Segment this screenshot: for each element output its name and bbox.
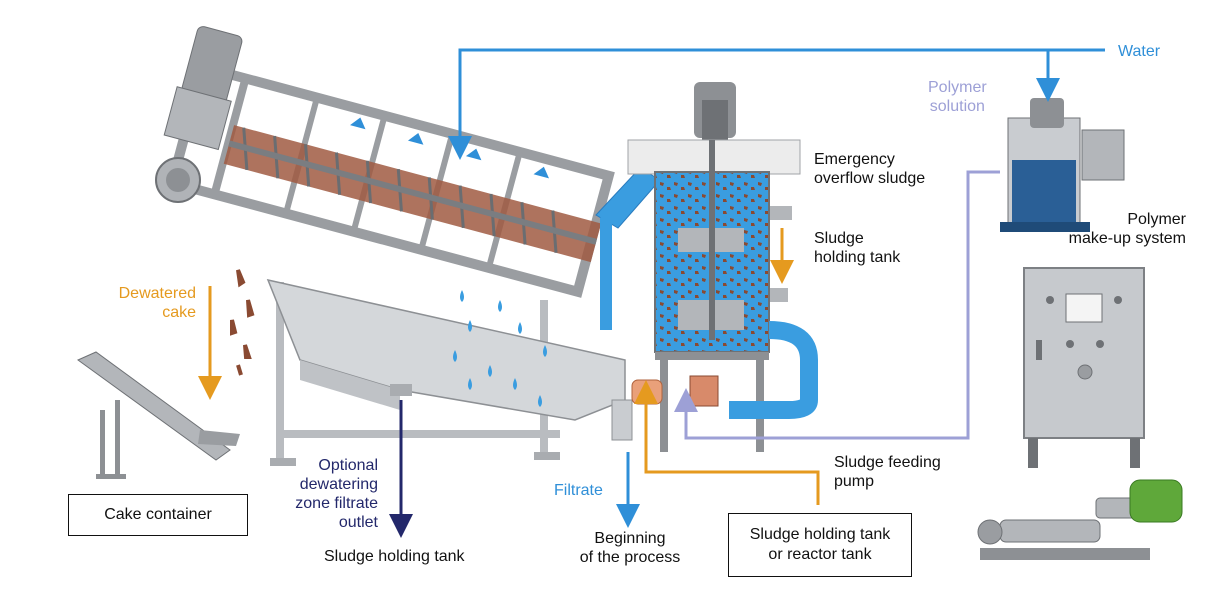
label-emergency-overflow: Emergency overflow sludge [814,150,925,188]
label-emergency-overflow-line1: Emergency [814,151,895,168]
label-polymer-makeup-line1: Polymer [1127,211,1186,228]
progressive-cavity-pump-icon [977,479,1183,560]
label-sludge-holding-tank-bottom: Sludge holding tank [324,548,465,565]
label-polymer-makeup: Polymer make-up system [1052,210,1186,248]
label-sludge-feeding-pump-line2: pump [834,473,875,490]
label-sludge-holding-tank-side-line1: Sludge [814,230,864,247]
label-polymer-makeup-line2: make-up system [1068,230,1186,247]
screw-press-icon [155,26,661,466]
label-optional-outlet-line3: zone filtrate [295,495,378,512]
label-dewatered-cake: Dewatered cake [110,284,196,322]
label-polymer-solution-line1: Polymer [928,79,987,96]
reactor-tank-label-line2: or reactor tank [768,546,872,563]
label-sludge-feeding-pump: Sludge feeding pump [834,453,941,491]
polymer-line [674,170,1000,440]
label-polymer-solution-line2: solution [929,98,985,115]
label-sludge-holding-tank-side-line2: holding tank [814,249,901,266]
screw-conveyor-icon [77,351,240,479]
water-line [448,48,1105,160]
label-dewatered-cake-line1: Dewatered [118,285,196,302]
label-optional-outlet-line1: Optional [318,457,378,474]
control-panel-icon [1023,267,1145,468]
label-dewatered-cake-line2: cake [162,304,196,321]
label-sludge-holding-tank-side: Sludge holding tank [814,229,900,267]
label-polymer-solution: Polymer solution [928,78,987,116]
label-sludge-feeding-pump-line1: Sludge feeding [834,454,941,471]
label-water: Water [1118,43,1161,60]
label-beginning-line1: Beginning [594,530,666,547]
reactor-tank-label-line1: Sludge holding tank [749,526,891,543]
label-emergency-overflow-line2: overflow sludge [814,170,926,187]
polymer-unit-icon [1000,98,1125,232]
label-filtrate: Filtrate [554,482,603,499]
label-beginning-line2: of the process [579,549,681,566]
reactor-tank-box: Sludge holding tank or reactor tank [728,513,912,577]
label-optional-outlet-line4: outlet [338,514,378,531]
label-optional-outlet-line2: dewatering [299,476,378,493]
cake-container-box: Cake container [68,494,248,536]
mixing-tank-icon [627,82,818,452]
label-optional-outlet: Optional dewatering zone filtrate outlet [276,456,378,532]
cake-container-label: Cake container [104,506,212,523]
sludge-feed-line [634,380,820,505]
label-beginning: Beginning of the process [560,529,700,567]
